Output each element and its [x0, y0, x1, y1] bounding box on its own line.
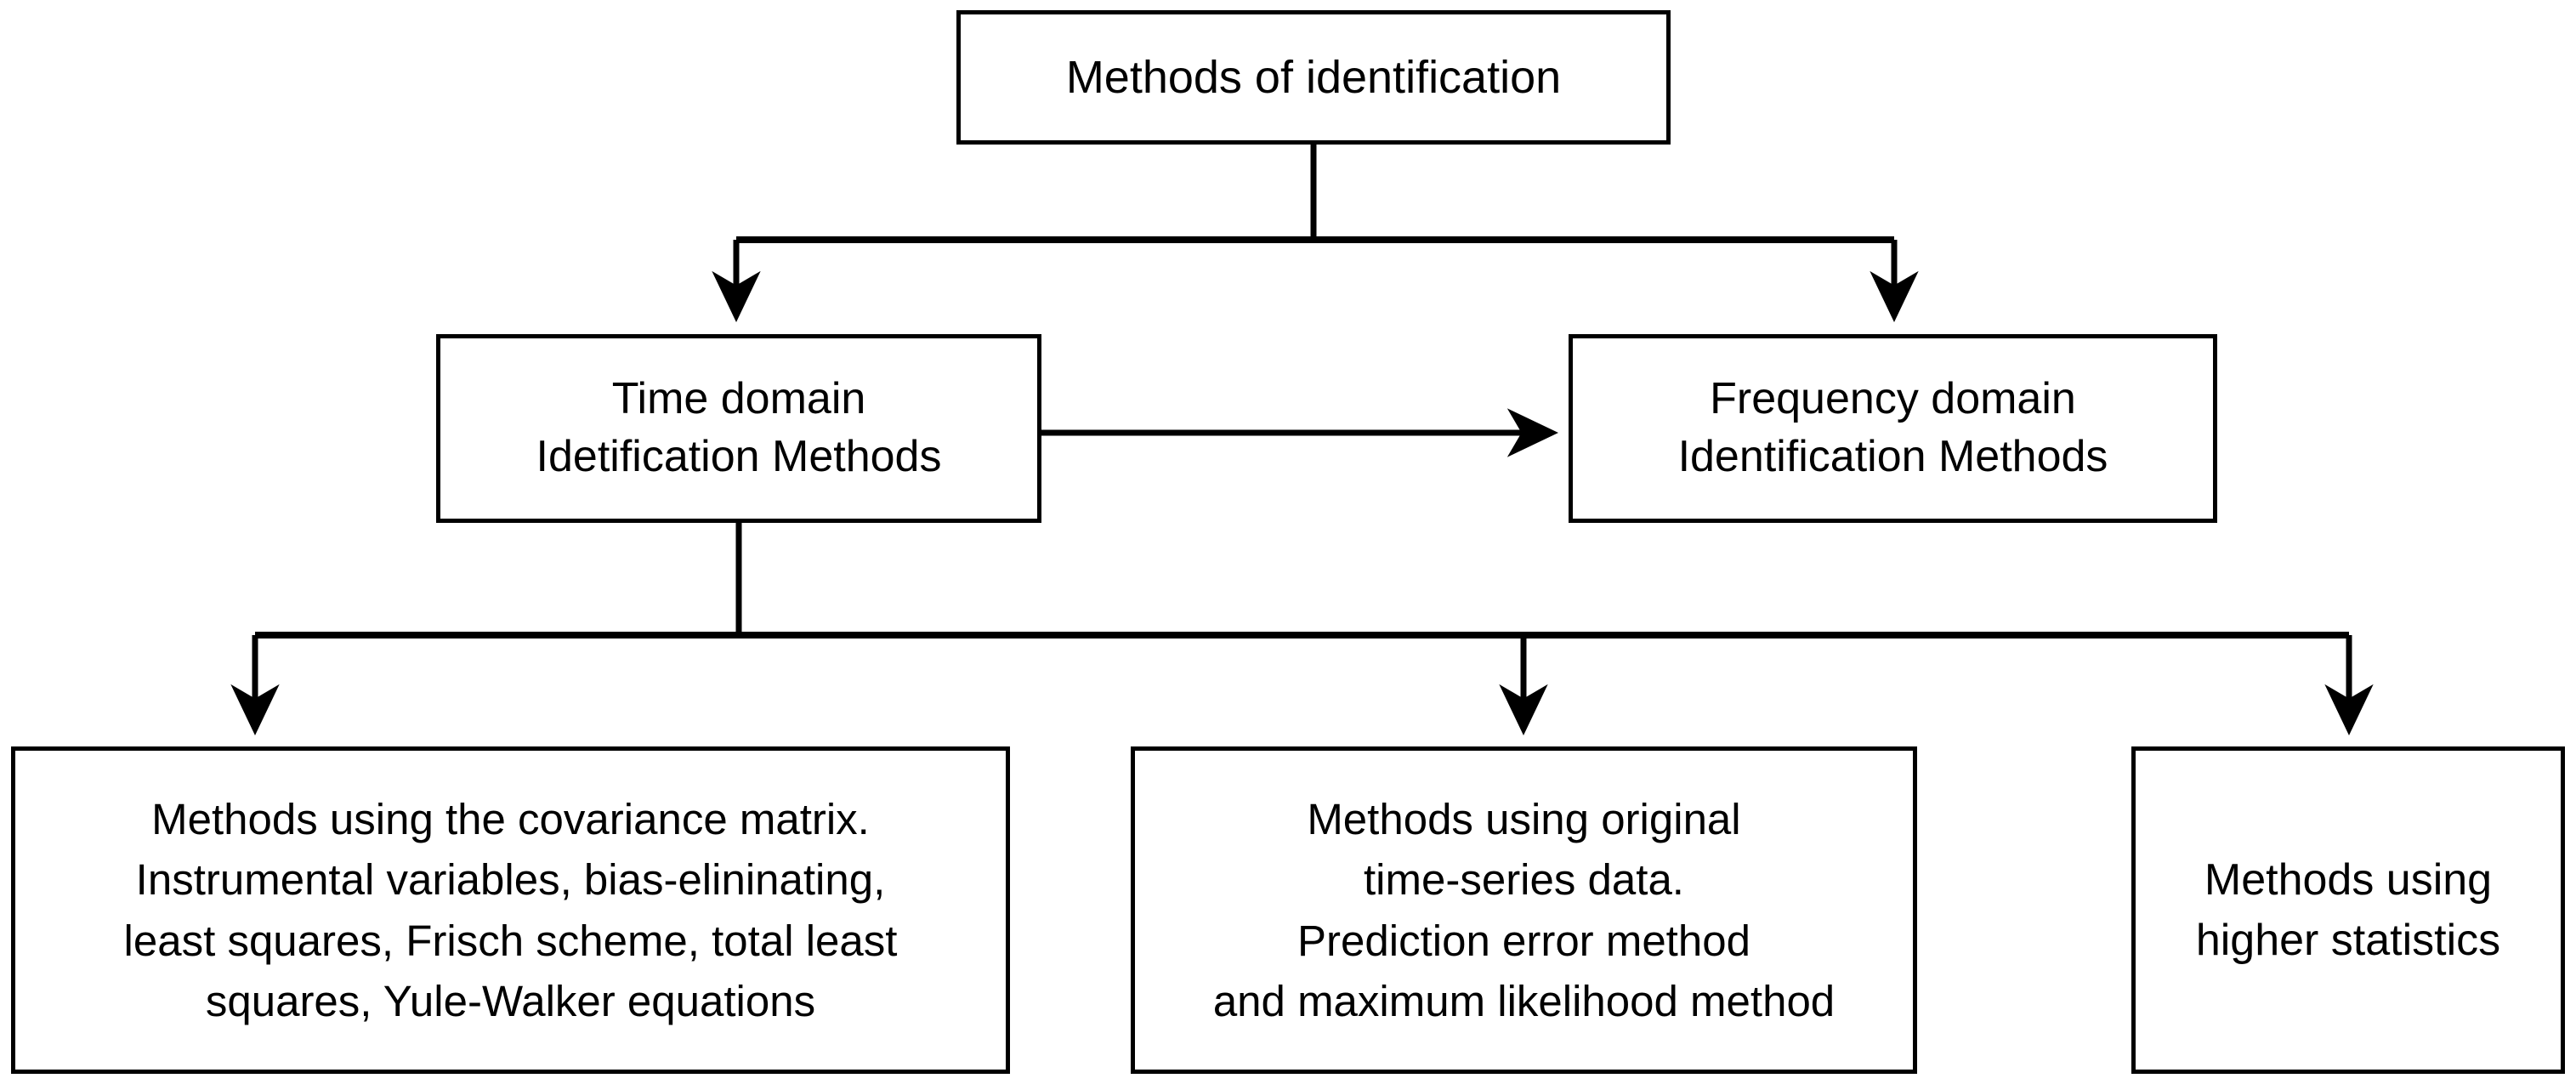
node-frequency-domain-identification-methods[interactable]: Frequency domain Identification Methods — [1569, 334, 2217, 523]
node-label-higherstats: Methods using higher statistics — [2195, 855, 2501, 965]
node-label-frequency-domain: Frequency domain Identification Methods — [1677, 374, 2108, 481]
node-time-domain-identification-methods[interactable]: Time domain Idetification Methods — [436, 334, 1041, 523]
node-methods-of-identification[interactable]: Methods of identification — [956, 10, 1671, 145]
node-label-root: Methods of identification — [1065, 51, 1562, 103]
node-label-time-domain: Time domain Idetification Methods — [536, 374, 942, 481]
node-methods-using-higher-statistics[interactable]: Methods using higher statistics — [2131, 746, 2565, 1074]
edge-root-to-level1 — [712, 145, 1919, 323]
node-methods-using-original-time-series-data[interactable]: Methods using original time-series data.… — [1131, 746, 1917, 1074]
node-label-timeseries: Methods using original time-series data.… — [1212, 794, 1836, 1025]
edge-time-to-level2 — [230, 523, 2374, 736]
node-methods-using-covariance-matrix[interactable]: Methods using the covariance matrix. Ins… — [11, 746, 1010, 1074]
node-label-covariance: Methods using the covariance matrix. Ins… — [123, 794, 898, 1025]
